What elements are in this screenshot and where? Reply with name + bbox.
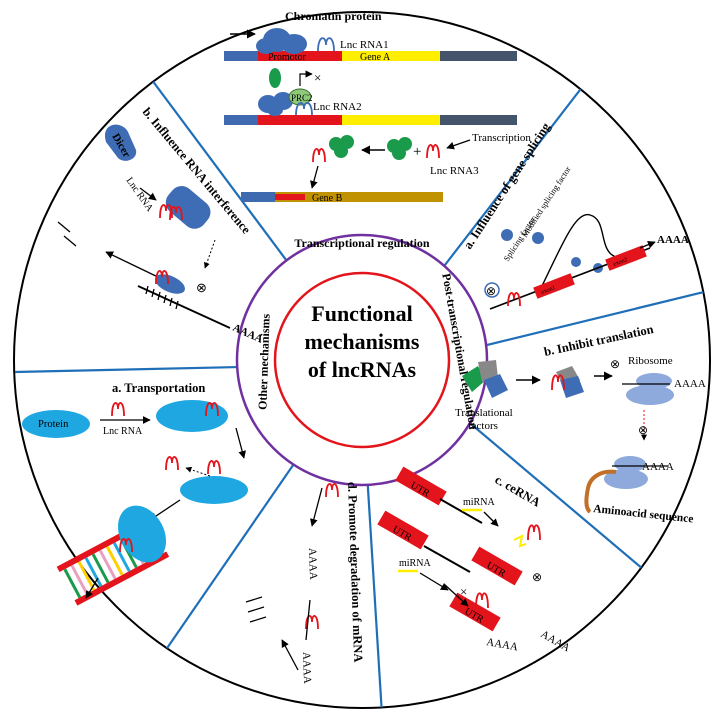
splicing-inhibit-mark: ⊗ [486, 284, 496, 298]
green-factor-1 [269, 68, 281, 88]
panel-dividers [14, 63, 710, 708]
lnc-rna1-label: Lnc RNA1 [340, 39, 389, 51]
aminoacid-chain [584, 469, 617, 514]
ribosome-label: Ribosome [628, 355, 673, 367]
degradation-panel: d. Promote degradation of mRNA AAAA AAAA [245, 482, 365, 684]
transcription-label: Transcription [472, 132, 531, 144]
elongation-inhibit-mark: ⊗ [638, 423, 648, 437]
center-title-line-1: Functional [311, 301, 412, 326]
lnc-rna3-label: Lnc RNA3 [430, 165, 479, 177]
ring-label-transcriptional: Transcriptional regulation [294, 236, 430, 250]
translational-factors-line-1: Translational [455, 407, 513, 419]
interference-inhibit-mark: ⊗ [196, 280, 207, 295]
protein-shape [22, 410, 90, 438]
transport-panel: a. Transportation Protein Lnc RNA [22, 381, 248, 606]
utr-1-shape [395, 466, 447, 506]
degradation-tail-2: AAAA [300, 652, 313, 684]
translation-tail-1: AAAA [674, 378, 706, 390]
cerna-block-mark: × [460, 584, 467, 599]
translational-factors-line-2: factors [468, 420, 498, 432]
chromatin-protein-label: Chromatin protein [285, 9, 382, 23]
center-title-line-2: mechanisms [305, 329, 420, 354]
lnc-rna1-shape [317, 37, 335, 52]
prc2-shape [288, 88, 312, 106]
dicer-shape [104, 124, 137, 161]
lnc-rna2-label: Lnc RNA2 [313, 101, 362, 113]
transcriptional-panel: Promotor Gene A Chromatin protein Lnc RN… [224, 9, 531, 204]
gene-a-label: Gene A [360, 52, 391, 63]
exon1-label: exon1 [541, 285, 557, 296]
center-circle [273, 271, 451, 449]
cerna-tail-1: AAAA [485, 636, 518, 653]
ribosome-inhibit-mark: ⊗ [610, 357, 620, 371]
center-title-line-3: of lncRNAs [308, 357, 417, 382]
translation-tail-2: AAAA [642, 461, 674, 473]
prc2-label: PRC2 [291, 93, 313, 103]
protein-label: Protein [38, 419, 69, 430]
degradation-tail-1: AAAA [306, 548, 319, 580]
transport-title: a. Transportation [112, 381, 205, 395]
promoter-label: Promotor [268, 52, 306, 63]
mirna-1-label: miRNA [463, 497, 495, 508]
splicing-tail-label: AAAA [657, 234, 689, 246]
transport-lnc-rna-label: Lnc RNA [103, 426, 143, 437]
gene-b-label: Gene B [312, 193, 343, 204]
translational-factors-shape [462, 366, 486, 392]
exon2-shape [605, 245, 647, 271]
exon1-shape [533, 273, 575, 299]
ring-label-other: Other mechanisms [255, 313, 272, 410]
blocked-mark: × [314, 70, 321, 85]
plus-sign: + [413, 144, 421, 160]
exon2-label: exon2 [613, 257, 629, 268]
cerna-inhibit-mark: ⊗ [532, 570, 542, 584]
degradation-title: d. Promote degradation of mRNA [345, 482, 365, 663]
mirna-2-label: miRNA [399, 558, 431, 569]
